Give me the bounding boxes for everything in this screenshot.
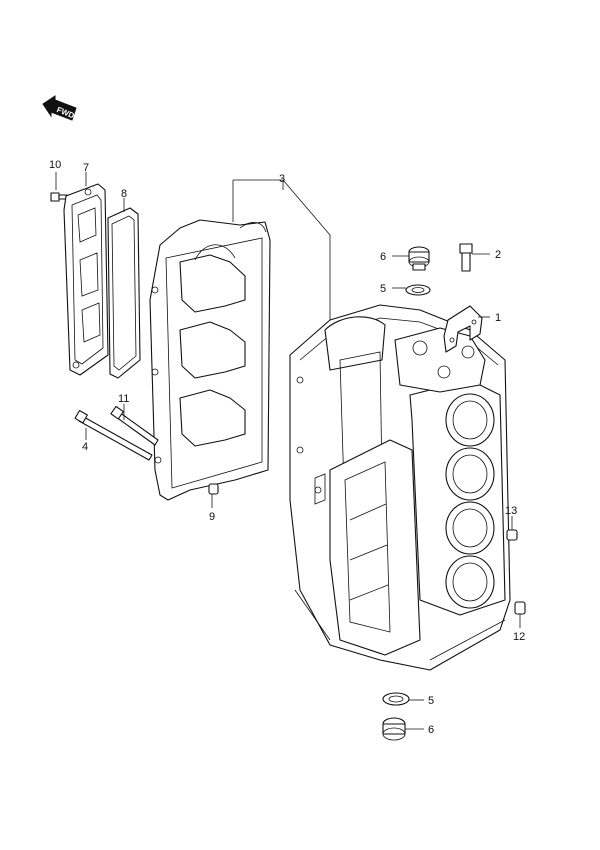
plug-part-13	[506, 529, 518, 541]
plug-part-6-bottom	[382, 717, 406, 741]
callout-3: 3	[279, 173, 285, 185]
callout-1: 1	[495, 312, 501, 324]
washer-part-5-bottom	[382, 692, 410, 706]
gasket-part-8	[107, 207, 141, 379]
long-bolt-part-11	[110, 405, 159, 446]
plug-part-12	[514, 601, 526, 615]
callout-2: 2	[495, 249, 501, 261]
bolt-part-2	[459, 243, 473, 272]
plug-part-6-top	[408, 246, 430, 271]
bracket-part-1	[443, 305, 483, 353]
dowel-pin-part-9	[208, 483, 219, 495]
callout-10: 10	[49, 159, 61, 171]
callout-5-bottom: 5	[428, 695, 434, 707]
callout-8: 8	[121, 188, 127, 200]
callout-12: 12	[513, 631, 525, 643]
callout-4: 4	[82, 441, 88, 453]
callout-5-top: 5	[380, 283, 386, 295]
cylinder-head-part-3	[149, 219, 271, 501]
callout-6-top: 6	[380, 251, 386, 263]
callout-13: 13	[505, 505, 517, 517]
washer-part-5-top	[405, 284, 431, 296]
bolt-part-10	[50, 192, 68, 202]
leader-lines	[55, 172, 521, 730]
long-bolt-part-4	[74, 409, 153, 461]
callout-6-bottom: 6	[428, 724, 434, 736]
callout-11: 11	[118, 393, 129, 405]
cylinder-block	[289, 304, 511, 671]
exhaust-cover-part-7	[63, 183, 109, 376]
fwd-arrow-icon: FWD	[42, 95, 77, 121]
callout-7: 7	[83, 162, 89, 174]
callout-9: 9	[209, 511, 215, 523]
